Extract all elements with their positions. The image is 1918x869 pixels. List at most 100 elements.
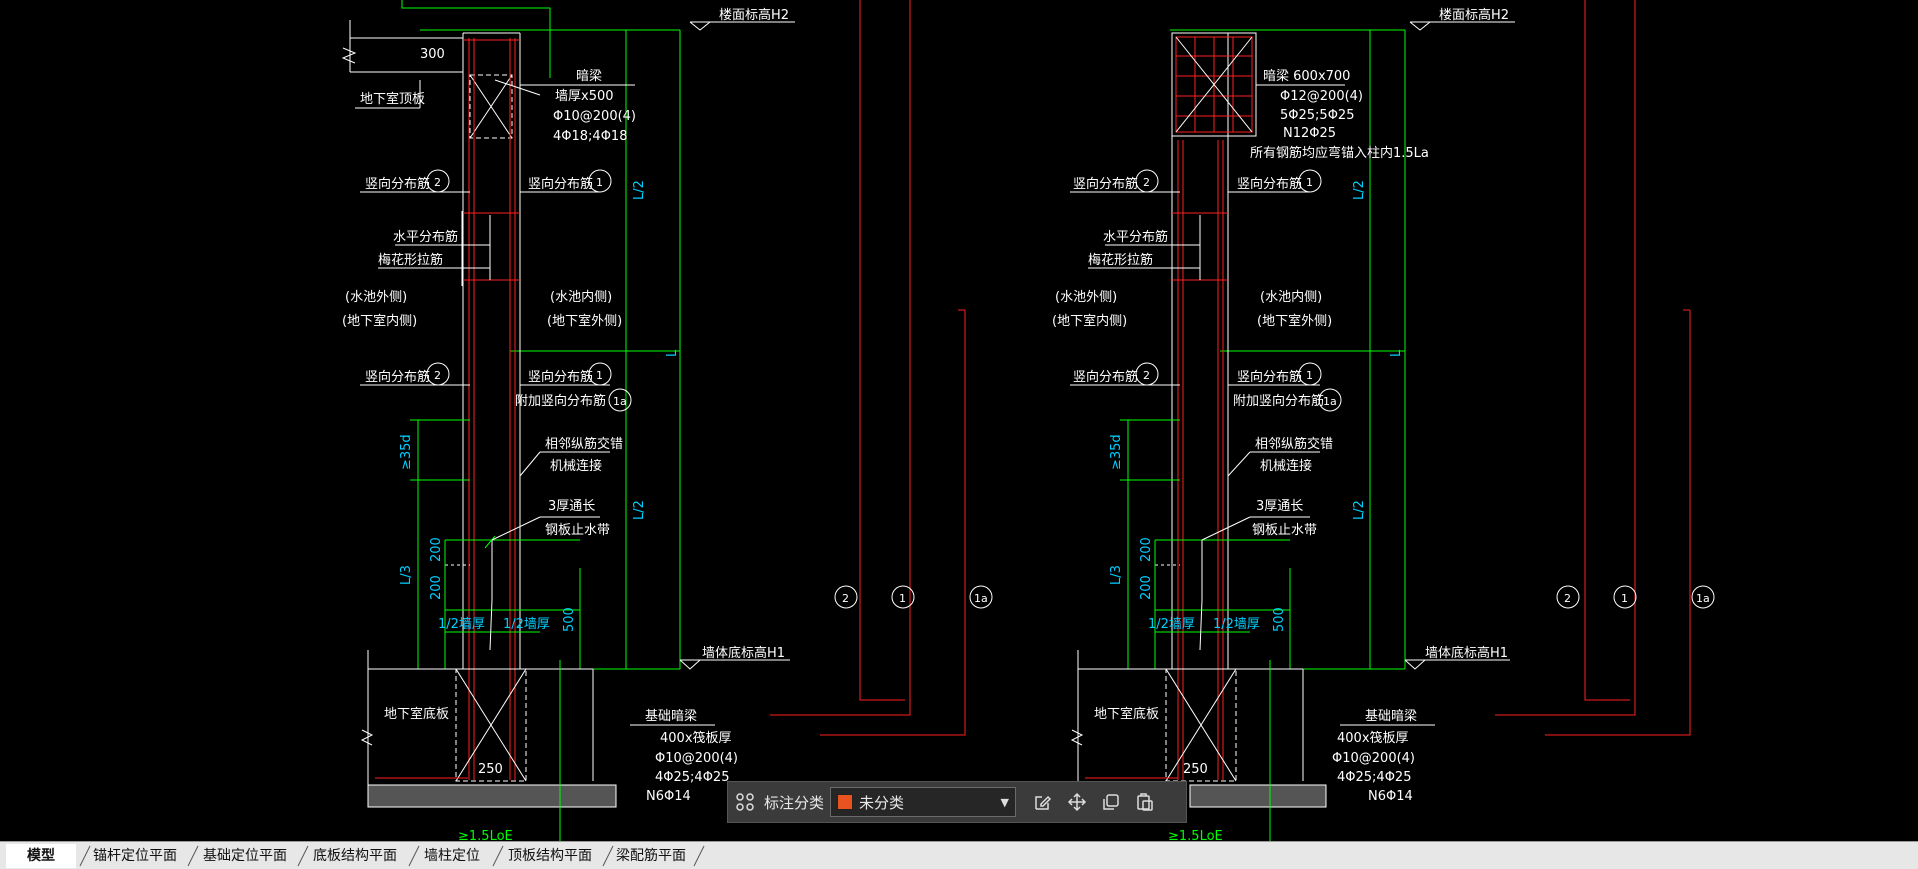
- splice-note-2: 机械连接: [550, 458, 602, 474]
- left-wall-detail: [341, 0, 993, 841]
- copy-icon[interactable]: [1094, 785, 1128, 819]
- tab-beam-reinforcement[interactable]: 梁配筋平面: [616, 848, 686, 864]
- basement-slab-label: 地下室底板: [384, 706, 449, 722]
- found-beam-r-3: Φ10@200(4): [1332, 751, 1415, 766]
- circle-1b-num-r: 1: [1306, 369, 1313, 382]
- tab-foundation-layout[interactable]: 基础定位平面: [203, 848, 287, 864]
- tab-model[interactable]: 模型: [6, 844, 76, 868]
- dim-250: 250: [478, 762, 503, 777]
- half-wall-right-r: 1/2墙厚: [1213, 617, 1260, 632]
- dim-500-r: 500: [1272, 607, 1287, 632]
- layout-tab-bar: 模型 锚杆定位平面 基础定位平面 底板结构平面 墙柱定位 顶板结构平面 梁配筋平…: [0, 841, 1918, 869]
- tie-bar-label: 梅花形拉筋: [378, 252, 443, 268]
- vert-bar-1-label: 竖向分布筋: [528, 176, 593, 192]
- dim-250-r: 250: [1183, 762, 1208, 777]
- waterstop-1: 3厚通长: [548, 499, 595, 514]
- outer-side-1: (水池外侧): [345, 290, 407, 305]
- circle-1a-num-r: 1a: [1323, 395, 1337, 408]
- extra-vert-bar-label-r: 附加竖向分布筋: [1233, 393, 1324, 409]
- outer-side-r-1: (水池外侧): [1055, 290, 1117, 305]
- horiz-bar-label-r: 水平分布筋: [1103, 229, 1168, 245]
- circle-1-num-r: 1: [1306, 176, 1313, 189]
- half-wall-left: 1/2墙厚: [438, 617, 485, 632]
- tab-bottom-slab[interactable]: 底板结构平面: [313, 848, 397, 864]
- legend-circle-2-r: 2: [1564, 592, 1571, 605]
- right-wall-detail: [1070, 0, 1715, 841]
- inner-side-2: (地下室外侧): [547, 313, 622, 329]
- waterstop-2: 钢板止水带: [545, 523, 610, 538]
- top-beam-line-3: Φ10@200(4): [553, 109, 636, 124]
- found-beam-5: N6Φ14: [646, 789, 691, 804]
- base-level-label-r: 墙体底标高H1: [1425, 645, 1508, 661]
- found-beam-4: 4Φ25;4Φ25: [655, 770, 729, 785]
- waterstop-r-2: 钢板止水带: [1252, 523, 1317, 538]
- grid-icon[interactable]: [728, 785, 762, 819]
- category-select[interactable]: 未分类 ▼: [830, 787, 1017, 817]
- dim-35d: ≥35d: [399, 434, 414, 470]
- circle-2b-num-r: 2: [1143, 369, 1150, 382]
- dim-200a-r: 200: [1139, 537, 1154, 562]
- dim-l2-top: L/2: [632, 180, 647, 200]
- tab-separator: [693, 845, 705, 867]
- vert-bar-1b-label-r: 竖向分布筋: [1237, 369, 1302, 385]
- paste-icon[interactable]: [1128, 785, 1162, 819]
- inner-side-r-2: (地下室外侧): [1257, 313, 1332, 329]
- found-beam-r-1: 基础暗梁: [1365, 709, 1417, 724]
- dim-35d-r: ≥35d: [1109, 434, 1124, 470]
- roof-slab-thickness: 300: [420, 47, 445, 62]
- horiz-bar-label: 水平分布筋: [393, 229, 458, 245]
- tab-anchor-layout[interactable]: 锚杆定位平面: [93, 848, 177, 864]
- dim-l2-top-r: L/2: [1352, 180, 1367, 200]
- category-color-swatch: [837, 794, 854, 810]
- splice-note-r-2: 机械连接: [1260, 458, 1312, 474]
- outer-side-r-2: (地下室内侧): [1052, 313, 1127, 329]
- half-wall-left-r: 1/2墙厚: [1148, 617, 1195, 632]
- dim-l: L: [665, 349, 680, 357]
- top-beam-line-1: 暗梁: [576, 69, 602, 84]
- move-icon[interactable]: [1060, 785, 1094, 819]
- extra-vert-bar-label: 附加竖向分布筋: [515, 393, 606, 409]
- dim-l2-bottom: L/2: [632, 500, 647, 520]
- tab-separator: [492, 845, 504, 867]
- tab-separator: [297, 845, 309, 867]
- dim-l2-bottom-r: L/2: [1352, 500, 1367, 520]
- legend-circle-1-r: 1: [1621, 592, 1628, 605]
- found-beam-r-4: 4Φ25;4Φ25: [1337, 770, 1411, 785]
- tab-separator: [187, 845, 199, 867]
- legend-circle-1: 1: [899, 592, 906, 605]
- anchor-length: ≥1.5LoE: [458, 829, 513, 841]
- chevron-down-icon: ▼: [1000, 795, 1010, 809]
- circle-2-num-r: 2: [1143, 176, 1150, 189]
- found-beam-r-2: 400x筏板厚: [1337, 730, 1409, 746]
- tab-wall-column[interactable]: 墙柱定位: [424, 848, 480, 864]
- base-level-label: 墙体底标高H1: [702, 645, 785, 661]
- tab-roof-slab[interactable]: 顶板结构平面: [508, 848, 592, 864]
- top-level-label-r: 楼面标高H2: [1439, 7, 1509, 23]
- tab-separator: [602, 845, 614, 867]
- anchor-length-r: ≥1.5LoE: [1168, 829, 1223, 841]
- vert-bar-2-label-r: 竖向分布筋: [1073, 176, 1138, 192]
- circle-1b-num: 1: [596, 369, 603, 382]
- top-beam-r-3: 5Φ25;5Φ25: [1280, 108, 1354, 123]
- basement-slab-label-r: 地下室底板: [1094, 706, 1159, 722]
- splice-note-1: 相邻纵筋交错: [545, 436, 623, 452]
- found-beam-3: Φ10@200(4): [655, 751, 738, 766]
- top-beam-r-2: Φ12@200(4): [1280, 89, 1363, 104]
- top-beam-line-4: 4Φ18;4Φ18: [553, 129, 627, 144]
- dim-500: 500: [562, 607, 577, 632]
- circle-2-num: 2: [434, 176, 441, 189]
- vert-bar-1b-label: 竖向分布筋: [528, 369, 593, 385]
- dim-200b-r: 200: [1139, 575, 1154, 600]
- top-level-label: 楼面标高H2: [719, 7, 789, 23]
- cad-drawing-canvas[interactable]: 楼面标高H2 墙体底标高H1 地下室顶板 300 200 暗梁 墙厚x500 Φ…: [0, 0, 1918, 841]
- dim-200b: 200: [429, 575, 444, 600]
- right-detail-text: 楼面标高H2 墙体底标高H1 暗梁 600x700 Φ12@200(4) 5Φ2…: [1052, 7, 1710, 841]
- category-value: 未分类: [859, 793, 905, 812]
- roof-slab-label: 地下室顶板: [360, 91, 425, 107]
- top-dim: 200: [488, 0, 513, 4]
- edit-icon[interactable]: [1026, 785, 1060, 819]
- dim-l-r: L: [1389, 349, 1404, 357]
- dim-l3: L/3: [399, 565, 414, 585]
- top-beam-r-1: 暗梁 600x700: [1263, 69, 1350, 84]
- inner-side-1: (水池内侧): [550, 289, 612, 305]
